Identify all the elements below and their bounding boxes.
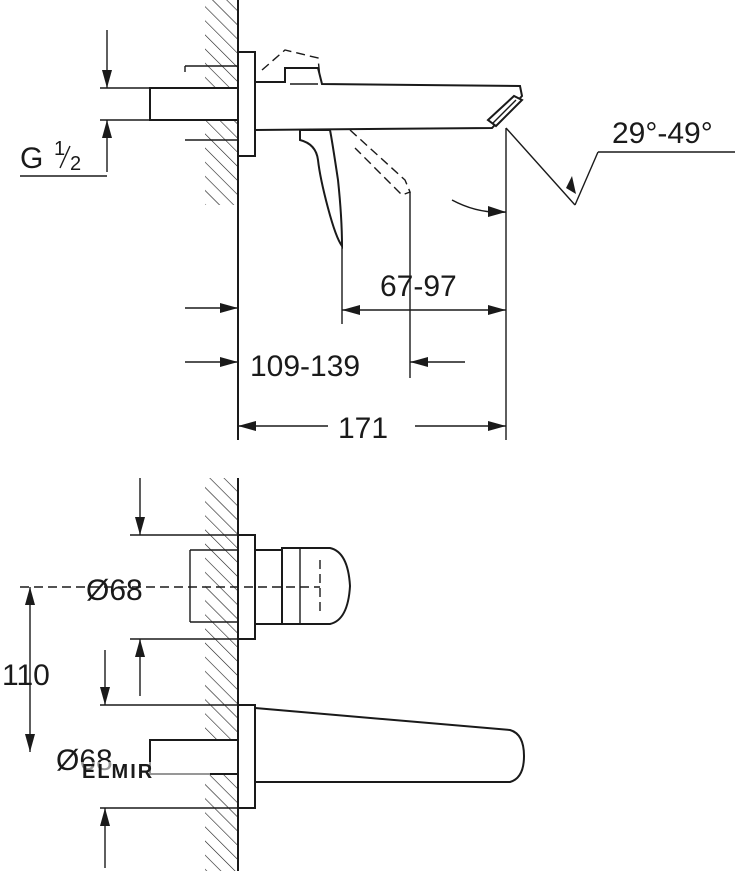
dim-171-label: 171 bbox=[338, 412, 388, 445]
dim-diameter-bottom: Ø68 bbox=[56, 650, 113, 868]
dim-diameter-top-label: Ø68 bbox=[86, 574, 143, 607]
side-view: G 1 2 29°-49° bbox=[20, 0, 735, 445]
lever-handle bbox=[299, 129, 344, 250]
spout-plate bbox=[237, 704, 256, 809]
dim-109-139: 109-139 bbox=[185, 303, 465, 383]
dim-109-139-label: 109-139 bbox=[250, 350, 360, 383]
front-view: Ø68 110 Ø68 ELMIR bbox=[2, 478, 526, 871]
thread-label-den: 2 bbox=[70, 153, 81, 175]
thread-label-g: G bbox=[20, 142, 43, 175]
dim-67-97-label: 67-97 bbox=[380, 270, 457, 303]
valve-knob bbox=[281, 547, 352, 625]
mounting-plate bbox=[237, 51, 256, 157]
spout-front bbox=[254, 706, 526, 783]
angle-label: 29°-49° bbox=[612, 117, 713, 150]
inlet-pipe bbox=[149, 65, 239, 141]
wall-bottom bbox=[205, 478, 239, 871]
dim-110: 110 bbox=[2, 587, 50, 752]
watermark-logo: ELMIR bbox=[78, 761, 210, 783]
dim-diameter-top: Ø68 bbox=[86, 478, 145, 696]
thread-dimension: G 1 2 bbox=[20, 30, 150, 177]
angle-indicator: 29°-49° bbox=[451, 117, 735, 217]
dim-67-97: 67-97 bbox=[342, 270, 506, 315]
dim-171: 171 bbox=[238, 412, 506, 445]
thread-label-num: 1 bbox=[54, 138, 65, 160]
dim-110-label: 110 bbox=[2, 659, 50, 692]
spout-body bbox=[254, 67, 524, 132]
watermark-text: ELMIR bbox=[82, 761, 154, 783]
